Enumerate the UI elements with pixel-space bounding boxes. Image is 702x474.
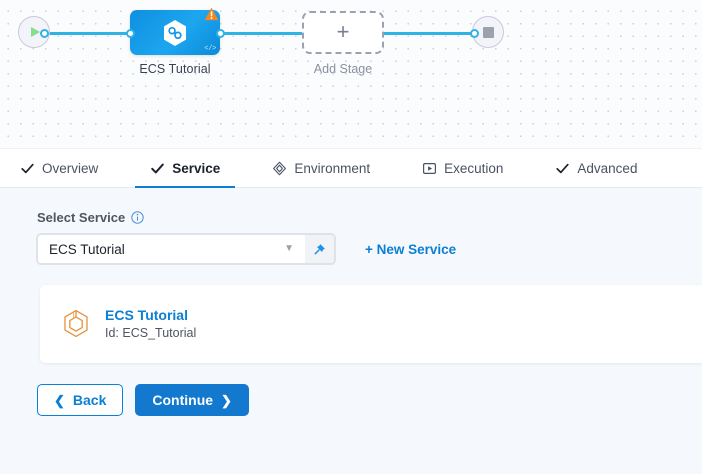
- connector-line-stage-to-add: [222, 32, 306, 35]
- add-stage-button[interactable]: +: [302, 11, 384, 54]
- plus-icon: +: [336, 18, 350, 44]
- pin-icon: [314, 244, 325, 255]
- service-card-name[interactable]: ECS Tutorial: [105, 307, 188, 324]
- check-icon: [150, 161, 165, 176]
- start-port[interactable]: [40, 28, 49, 38]
- stage-node-ecs-tutorial[interactable]: </>: [130, 7, 220, 55]
- harness-service-icon: [164, 19, 186, 46]
- chevron-right-icon: ❯: [221, 392, 232, 408]
- tab-environment[interactable]: Environment: [270, 148, 372, 188]
- play-icon: [31, 27, 40, 37]
- service-select-value: ECS Tutorial: [49, 241, 125, 257]
- check-icon: [555, 161, 570, 176]
- service-card-id: Id: ECS_Tutorial: [105, 325, 197, 340]
- wizard-footer: ❮ Back Continue ❯: [37, 384, 249, 416]
- tab-execution[interactable]: Execution: [420, 148, 505, 188]
- info-icon[interactable]: [131, 211, 144, 224]
- tab-environment-label: Environment: [294, 160, 371, 176]
- service-select-input[interactable]: ECS Tutorial ▼: [37, 234, 305, 264]
- service-card-texts: ECS Tutorial Id: ECS_Tutorial: [105, 307, 196, 341]
- service-select-group: ECS Tutorial ▼: [37, 234, 335, 264]
- tab-advanced-label: Advanced: [577, 160, 638, 176]
- continue-button[interactable]: Continue ❯: [135, 384, 249, 416]
- select-service-label-row: Select Service: [37, 210, 702, 225]
- end-port[interactable]: [470, 28, 479, 38]
- back-button-label: Back: [72, 392, 107, 408]
- tab-service[interactable]: Service: [135, 148, 236, 189]
- tab-overview-label: Overview: [42, 160, 99, 176]
- connector-line-add-to-end: [382, 32, 474, 35]
- pipeline-canvas[interactable]: </> ECS Tutorial + Add Stage: [0, 0, 702, 148]
- chevron-down-icon: ▼: [284, 243, 294, 254]
- tab-execution-label: Execution: [444, 160, 504, 176]
- stage-input-port[interactable]: [126, 28, 135, 38]
- play-box-icon: [422, 161, 437, 176]
- tab-overview[interactable]: Overview: [18, 148, 100, 188]
- stage-node-label: ECS Tutorial: [139, 62, 211, 76]
- code-icon: </>: [204, 45, 216, 53]
- service-card[interactable]: ECS Tutorial Id: ECS_Tutorial: [40, 285, 702, 363]
- continue-button-label: Continue: [152, 392, 214, 408]
- chevron-left-icon: ❮: [54, 392, 65, 408]
- check-icon: [20, 161, 35, 176]
- connector-line-start-to-stage: [44, 32, 132, 35]
- back-button[interactable]: ❮ Back: [37, 384, 124, 416]
- stop-icon: [482, 26, 494, 38]
- stage-tab-bar: Overview Service Environment Execution: [0, 148, 702, 189]
- warning-triangle-icon: [204, 7, 219, 21]
- service-tab-panel: Select Service ECS Tutorial ▼: [0, 188, 702, 474]
- tab-service-label: Service: [172, 160, 221, 176]
- tab-advanced[interactable]: Advanced: [553, 148, 639, 188]
- service-select-row: ECS Tutorial ▼ + New Service: [37, 234, 702, 264]
- stage-output-port[interactable]: [216, 28, 225, 38]
- hexagon-cube-icon: [64, 309, 88, 338]
- add-stage-label: Add Stage: [313, 62, 373, 76]
- select-service-label: Select Service: [37, 210, 126, 225]
- layers-icon: [272, 161, 287, 176]
- pin-service-button[interactable]: [305, 234, 335, 264]
- new-service-link[interactable]: + New Service: [365, 241, 457, 257]
- pipeline-end-node[interactable]: [472, 16, 504, 48]
